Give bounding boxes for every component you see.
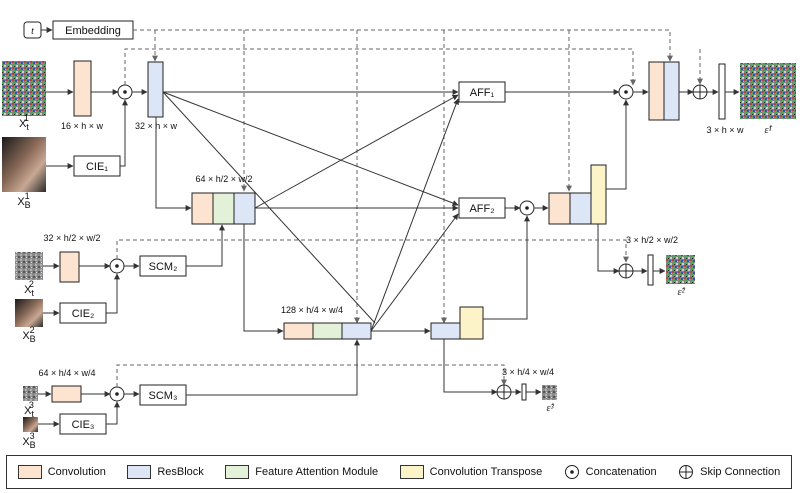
svg-text:128 × h/4 × w/4: 128 × h/4 × w/4 <box>281 305 343 315</box>
decoder-block-3 <box>430 306 484 340</box>
svg-text:64 × h/2 × w/2: 64 × h/2 × w/2 <box>195 174 252 184</box>
concatenation-icon <box>564 465 579 479</box>
svg-text:ε̂²: ε̂² <box>678 287 686 298</box>
svg-text:SCM₃: SCM₃ <box>149 390 178 402</box>
noisy-input-image-1 <box>2 61 46 116</box>
fam-swatch <box>225 465 250 479</box>
conv-block-3 <box>51 385 82 403</box>
svg-text:ε̂³: ε̂³ <box>547 403 555 414</box>
resblock-swatch <box>127 465 152 479</box>
legend-convtranspose-label: Convolution Transpose <box>429 466 543 478</box>
svg-text:64 × h/4 × w/4: 64 × h/4 × w/4 <box>38 368 95 378</box>
scm3-box: SCM₃ <box>139 384 187 406</box>
skip-node-2 <box>618 263 634 279</box>
svg-text:3 × h/4 × w/4: 3 × h/4 × w/4 <box>502 367 554 377</box>
concat-node-1 <box>117 84 133 100</box>
legend-convolution-label: Convolution <box>47 466 106 478</box>
svg-text:ε̂¹: ε̂¹ <box>765 125 773 136</box>
decoder-block-2 <box>548 164 607 225</box>
output-noise-1 <box>740 63 796 119</box>
svg-text:32 × h/2 × w/2: 32 × h/2 × w/2 <box>43 233 100 243</box>
xb2-label: XB2 <box>22 325 35 344</box>
convtranspose-swatch <box>399 465 424 479</box>
final-conv-2 <box>647 254 654 286</box>
skip-node-3 <box>496 384 512 400</box>
resblock-out-1 <box>663 61 680 121</box>
concat-node-2 <box>109 258 125 274</box>
svg-text:3 × h × w: 3 × h × w <box>706 125 744 135</box>
svg-text:Embedding: Embedding <box>65 25 121 37</box>
legend-concatenation: Concatenation <box>564 464 657 480</box>
svg-text:AFF₁: AFF₁ <box>470 87 495 99</box>
svg-text:SCM₂: SCM₂ <box>149 261 178 273</box>
svg-text:CIE₁: CIE₁ <box>86 161 108 173</box>
embedding-box: Embedding <box>52 20 134 40</box>
concat-node-3 <box>109 386 125 402</box>
encoder-block-3 <box>283 322 372 340</box>
noisy-input-image-2 <box>15 252 43 280</box>
legend-skip-label: Skip Connection <box>700 466 781 478</box>
convolution-swatch <box>17 465 42 479</box>
legend-resblock: ResBlock <box>127 465 204 479</box>
final-conv-1 <box>718 63 726 120</box>
svg-text:3 × h/2 × w/2: 3 × h/2 × w/2 <box>626 235 678 245</box>
conv-block-out-1 <box>648 61 665 121</box>
svg-text:16 × h × w: 16 × h × w <box>61 121 104 131</box>
legend-fam-label: Feature Attention Module <box>255 466 379 478</box>
aff1-box: AFF₁ <box>458 81 506 103</box>
aff2-box: AFF₂ <box>458 197 506 219</box>
legend-resblock-label: ResBlock <box>157 466 204 478</box>
svg-text:CIE₃: CIE₃ <box>72 419 95 431</box>
svg-text:t: t <box>31 26 34 37</box>
xt2-label: Xt2 <box>24 279 34 298</box>
svg-text:AFF₂: AFF₂ <box>469 203 494 215</box>
legend-convtranspose: Convolution Transpose <box>399 465 543 479</box>
blurry-input-image-3 <box>23 417 38 432</box>
output-noise-2 <box>666 255 695 284</box>
blurry-input-image-2 <box>15 299 43 327</box>
legend-skip: Skip Connection <box>678 464 780 480</box>
legend-convolution: Convolution <box>17 465 106 479</box>
skip-connection-icon <box>679 465 694 479</box>
conv-block-2 <box>59 251 80 283</box>
xb3-label: XB3 <box>22 431 35 450</box>
encoder-block-2 <box>191 192 256 225</box>
legend-concatenation-label: Concatenation <box>585 466 657 478</box>
concat-node-mid-right <box>519 200 535 216</box>
timestep-box: t <box>23 21 42 39</box>
concat-node-top-right <box>618 84 634 100</box>
legend: Convolution ResBlock Feature Attention M… <box>6 455 792 489</box>
xt3-label: Xt3 <box>24 400 34 419</box>
skip-node-1 <box>692 84 708 100</box>
noisy-input-image-3 <box>23 386 38 401</box>
cie2-box: CIE₂ <box>59 302 107 324</box>
xb1-label: XB1 <box>17 191 30 210</box>
cie1-box: CIE₁ <box>73 155 121 177</box>
conv-block-1 <box>73 60 92 117</box>
legend-fam: Feature Attention Module <box>225 465 378 479</box>
blurry-input-image-1 <box>2 137 46 192</box>
final-conv-3 <box>521 383 527 401</box>
resblock-1 <box>147 61 164 118</box>
cie3-box: CIE₃ <box>59 413 107 435</box>
output-noise-3 <box>542 385 557 400</box>
scm2-box: SCM₂ <box>139 255 187 277</box>
svg-text:CIE₂: CIE₂ <box>72 308 95 320</box>
xt1-label: Xt1 <box>19 113 29 132</box>
